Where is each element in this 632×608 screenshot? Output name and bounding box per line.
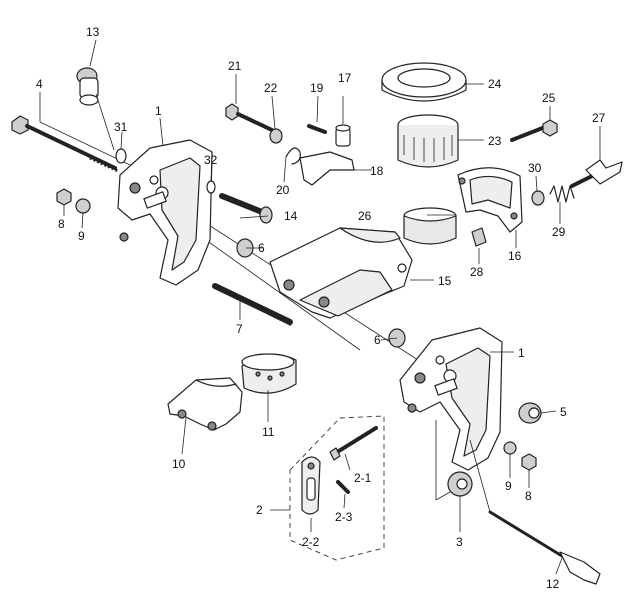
part-1-lower-clamp-bracket <box>399 327 503 471</box>
group-2-dashed-outline <box>289 415 385 561</box>
label-18: 18 <box>370 164 384 178</box>
part-23-cylinder <box>397 114 459 168</box>
part-20-spring <box>285 147 301 165</box>
part-8-nut-right <box>521 453 537 471</box>
label-28: 28 <box>470 265 484 279</box>
label-16: 16 <box>508 249 522 263</box>
label-3: 3 <box>456 535 463 549</box>
label-6-lower: 6 <box>374 333 381 347</box>
label-1-upper: 1 <box>155 104 162 118</box>
label-19: 19 <box>310 81 324 95</box>
label-1-lower: 1 <box>518 346 525 360</box>
label-9-right: 9 <box>505 479 512 493</box>
label-7: 7 <box>236 322 243 336</box>
leader-lines <box>39 39 601 575</box>
part-7-threaded-rod <box>212 283 294 327</box>
part-3-bumper <box>447 471 473 497</box>
label-31: 31 <box>114 120 128 134</box>
part-30-washer <box>531 190 545 206</box>
part-2-2-link <box>301 456 321 515</box>
label-25: 25 <box>542 91 556 105</box>
label-2-1: 2-1 <box>354 471 372 485</box>
label-8-left: 8 <box>58 217 65 231</box>
part-10-base-bracket <box>167 377 243 431</box>
part-26-bushing <box>403 207 457 245</box>
part-4-long-bolt <box>11 115 119 173</box>
label-6-upper: 6 <box>258 241 265 255</box>
label-22: 22 <box>264 81 278 95</box>
label-17: 17 <box>338 71 352 85</box>
part-2-1-bolt <box>329 426 378 461</box>
part-8-nut-left <box>56 188 72 206</box>
label-13: 13 <box>86 25 100 39</box>
part-18-lever <box>299 151 355 186</box>
bumper-axis-b <box>435 491 451 501</box>
label-15: 15 <box>438 274 452 288</box>
label-32: 32 <box>204 153 218 167</box>
label-4: 4 <box>36 77 43 91</box>
label-2-3: 2-3 <box>335 510 353 524</box>
part-24-ring <box>381 62 467 102</box>
part-1-upper-clamp-bracket <box>117 139 213 286</box>
part-25-bolt <box>510 119 558 142</box>
part-11-half-bushing <box>241 353 297 394</box>
label-20: 20 <box>276 183 290 197</box>
part-16-clamp-half <box>457 167 523 233</box>
part-13-knob <box>76 67 115 151</box>
part-12-rod <box>469 439 601 585</box>
part-29-spring <box>549 185 575 203</box>
label-5: 5 <box>560 405 567 419</box>
part-31-pin <box>115 148 127 164</box>
label-23: 23 <box>488 134 502 148</box>
label-9-left: 9 <box>78 229 85 243</box>
part-14-pin <box>219 193 273 224</box>
label-26: 26 <box>358 209 372 223</box>
part-19-pin <box>307 124 327 134</box>
part-5-nut <box>518 402 542 424</box>
label-12: 12 <box>546 577 560 591</box>
label-30: 30 <box>528 161 542 175</box>
label-11: 11 <box>262 425 275 439</box>
part-2-3-pin <box>336 480 350 494</box>
part-21-bolt <box>225 103 274 132</box>
part-27-wing-screw <box>570 159 623 188</box>
part-22-washer <box>269 128 283 144</box>
part-9-washer-right <box>503 441 517 455</box>
part-32-clip <box>206 180 216 194</box>
label-21: 21 <box>228 59 242 73</box>
bolt-axis-line <box>39 121 131 166</box>
label-27: 27 <box>592 111 606 125</box>
label-24: 24 <box>488 77 502 91</box>
part-17-sleeve <box>335 124 351 147</box>
label-2-2: 2-2 <box>302 535 320 549</box>
label-2: 2 <box>256 503 263 517</box>
label-8-right: 8 <box>525 489 532 503</box>
label-14: 14 <box>284 209 298 223</box>
part-15-swivel-bracket <box>269 227 413 319</box>
label-29: 29 <box>552 225 566 239</box>
label-10: 10 <box>172 457 186 471</box>
part-28-block <box>471 227 487 247</box>
part-9-washer-left <box>75 198 91 214</box>
